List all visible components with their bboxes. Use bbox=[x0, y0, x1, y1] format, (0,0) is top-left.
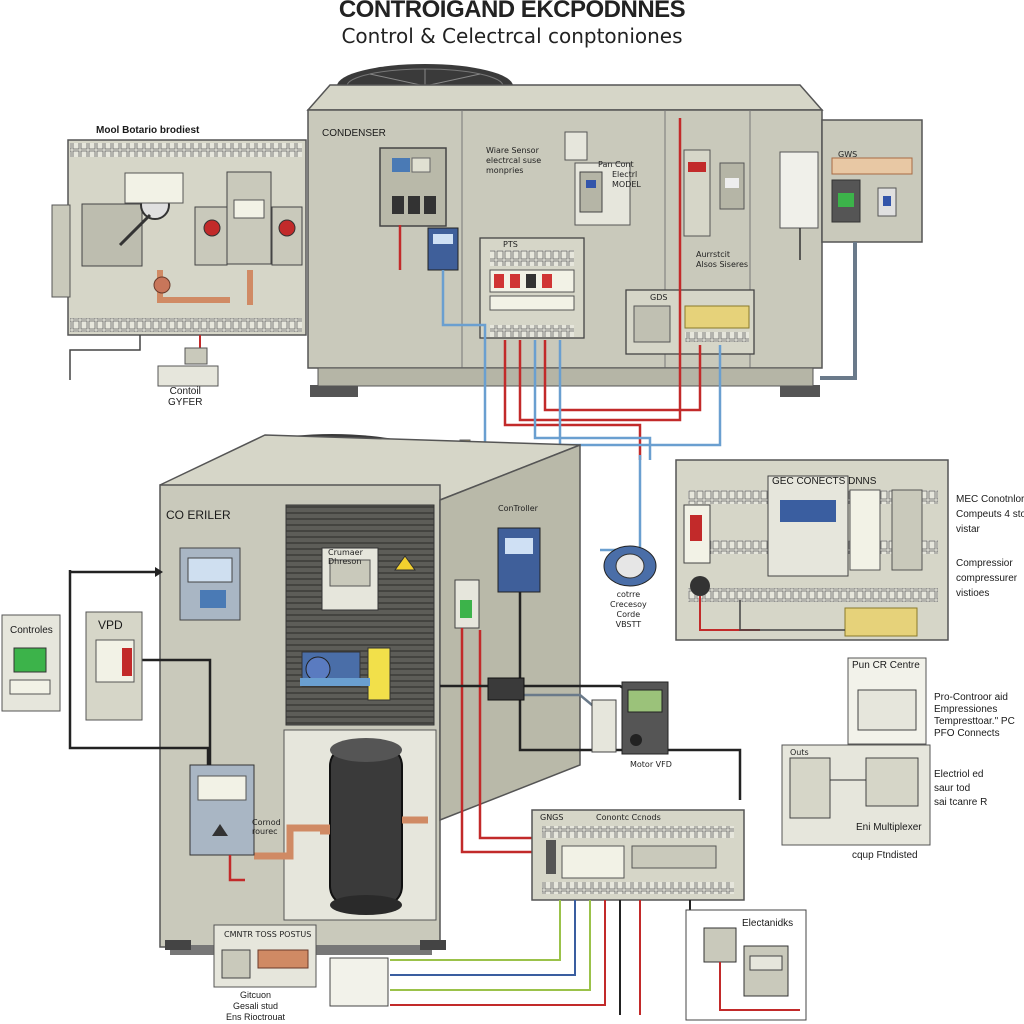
top-condenser-unit bbox=[306, 64, 923, 397]
label-mec: MEC Conotnlor Compeuts 4 sto vistar bbox=[956, 494, 1024, 535]
label-elec-tanks: Electanidks bbox=[742, 918, 794, 929]
label-contactor: Pan Cont bbox=[598, 160, 634, 169]
label-top-panel: PTS bbox=[503, 240, 518, 249]
meter-box bbox=[487, 677, 669, 755]
label-chiller: CO ERILER bbox=[166, 508, 231, 522]
label-elec-sourc: Electriol ed saur tod sai tcanre R bbox=[934, 769, 988, 808]
sensor-pump bbox=[603, 545, 657, 587]
diagram-title: CONTROIGAND EKCPODNNES bbox=[338, 0, 686, 23]
label-contactor2: Crumaer Dhreson bbox=[328, 548, 363, 566]
label-prc-control: Pro-Controor aid Empressiones Temprestto… bbox=[934, 692, 1015, 739]
label-motor-vfd: Motor VFD bbox=[630, 760, 672, 769]
label-bottom-left: CMNTR TOSS POSTUS bbox=[224, 930, 312, 939]
bottom-left-boxes bbox=[213, 924, 389, 1007]
label-left-controls: Controles bbox=[10, 625, 53, 636]
compressor-icon bbox=[329, 745, 403, 907]
label-electrl-sub: Electrl MODEL bbox=[612, 170, 641, 189]
motor-starter-panel bbox=[51, 139, 307, 387]
label-condenser: CONDENSER bbox=[322, 128, 386, 139]
label-bottom-panel: GNGS bbox=[540, 813, 564, 822]
warning-icon bbox=[394, 555, 416, 571]
label-gec: GEC CONECTS DNNS bbox=[772, 476, 877, 487]
label-filter: Contoil GYFER bbox=[168, 386, 203, 408]
label-sensor-pump: cotrre Crecesoy Corde VBSTT bbox=[610, 590, 647, 629]
label-controler-sub: Cornod rourec bbox=[252, 818, 281, 836]
label-pic-centre: Pun CR Centre bbox=[852, 660, 920, 671]
label-wire-sensor: Wiare Sensor electrcal suse monpries bbox=[486, 146, 542, 175]
left-controls-box bbox=[1, 614, 61, 712]
label-vpd: VPD bbox=[98, 618, 123, 632]
diagram-subtitle: Control & Celectrcal conptoniones bbox=[341, 24, 683, 48]
label-bottom-left-sub: Gitcuon Gesali stud Ens Rioctrouat bbox=[226, 990, 286, 1022]
label-eni-multiplex: Eni Multiplexer bbox=[856, 822, 922, 833]
label-compressor: Compressior compressurer vistioes bbox=[956, 558, 1018, 599]
wiring-top bbox=[398, 118, 857, 460]
label-top-panel-sub: Aurrstcit Alsos Siseres bbox=[696, 250, 749, 269]
bottom-control-panel bbox=[531, 809, 745, 901]
gec-connects-panel bbox=[675, 459, 949, 641]
label-gdt: GDS bbox=[650, 293, 668, 302]
pic-centre bbox=[781, 657, 931, 846]
label-bottom-panel-sub: Conontc Ccnods bbox=[596, 813, 661, 822]
label-cup-fmdisted: cqup Ftndisted bbox=[852, 850, 918, 861]
label-motor-starter: Mool Botario brodiest bbox=[96, 125, 200, 136]
label-elec-box: GWS bbox=[838, 150, 858, 159]
vpd-box bbox=[85, 611, 143, 721]
label-controller: ConTroller bbox=[498, 504, 538, 513]
electric-tanks bbox=[685, 909, 807, 1021]
label-outs: Outs bbox=[790, 748, 809, 757]
